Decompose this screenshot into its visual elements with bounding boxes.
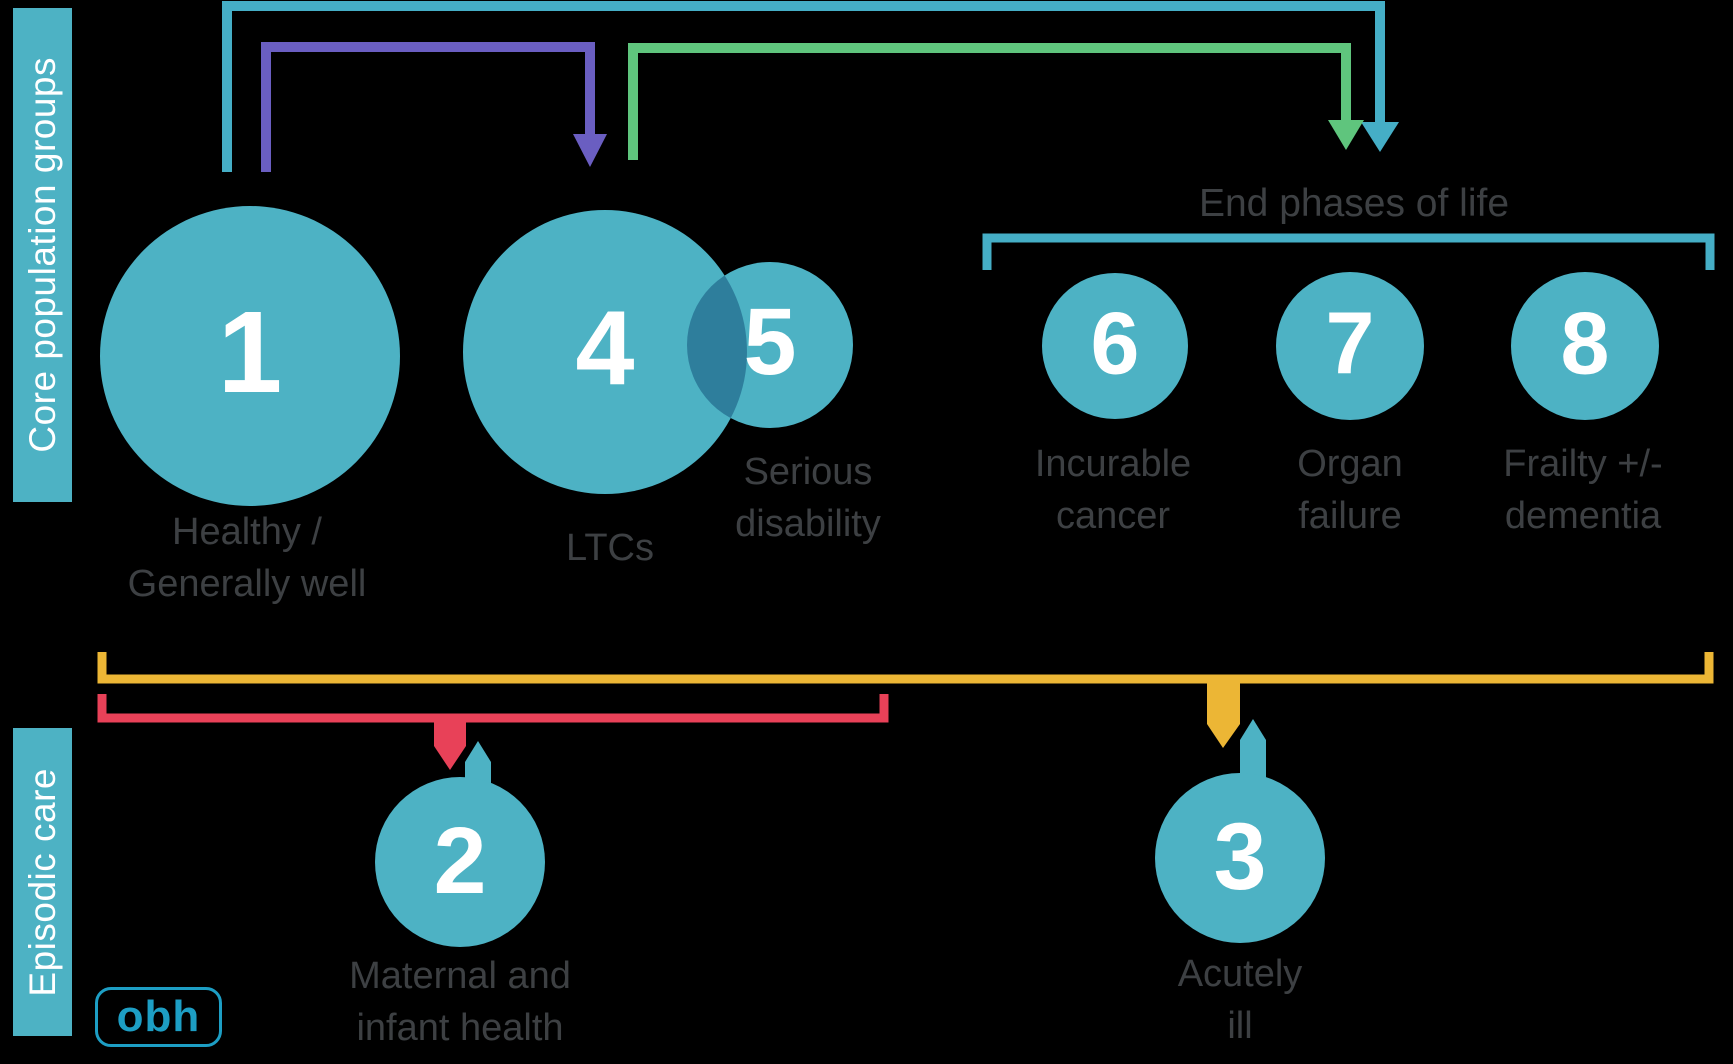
episodic-bracket-maternal-red xyxy=(97,694,889,770)
circle-number-5: 5 xyxy=(743,288,797,395)
sidebar-label-core: Core population groups xyxy=(21,57,63,453)
label-incurable-cancer: Incurable cancer xyxy=(1034,443,1192,537)
ltcs-disability-overlap xyxy=(687,262,747,428)
label-organ-failure: Organ failure xyxy=(1297,443,1403,537)
circle-number-3: 3 xyxy=(1213,803,1267,910)
arrow-ltcs-to-endphases xyxy=(628,43,1364,160)
end-phases-bracket xyxy=(982,233,1715,270)
circle-healthy xyxy=(100,206,400,506)
obh-logo: obh xyxy=(95,987,222,1047)
sidebar-bar-core-population-groups: Core population groups xyxy=(13,8,72,502)
sidebar-bar-episodic-care: Episodic care xyxy=(13,728,72,1036)
label-frailty-dementia: Frailty +/- dementia xyxy=(1503,443,1663,537)
circle-number-7: 7 xyxy=(1325,293,1375,393)
circle-number-2: 2 xyxy=(433,807,487,914)
circle-incurable-cancer xyxy=(1042,273,1188,419)
arrow-healthy-to-endphases xyxy=(222,1,1399,172)
label-healthy: Healthy / Generally well xyxy=(127,511,367,605)
circle-number-4: 4 xyxy=(575,289,635,408)
label-serious-disability: Serious disability xyxy=(735,451,881,545)
pin-acutely-ill xyxy=(1240,719,1266,790)
arrow-healthy-to-ltcs xyxy=(261,42,607,172)
circle-number-1: 1 xyxy=(217,287,283,418)
obh-logo-text: obh xyxy=(116,992,201,1041)
circle-ltcs xyxy=(463,210,747,494)
circle-organ-failure xyxy=(1276,272,1424,420)
circle-acutely-ill xyxy=(1155,773,1325,943)
label-ltcs: LTCs xyxy=(566,527,654,569)
circle-maternal xyxy=(375,777,545,947)
end-phases-of-life-label: End phases of life xyxy=(1198,182,1510,225)
sidebar-label-episodic: Episodic care xyxy=(21,767,63,997)
label-maternal: Maternal and infant health xyxy=(349,955,571,1049)
circle-number-8: 8 xyxy=(1560,293,1610,393)
label-acutely-ill: Acutely ill xyxy=(1177,953,1303,1047)
episodic-bracket-acute-yellow xyxy=(97,652,1714,748)
circle-frailty-dementia xyxy=(1511,272,1659,420)
circle-number-6: 6 xyxy=(1090,293,1140,393)
